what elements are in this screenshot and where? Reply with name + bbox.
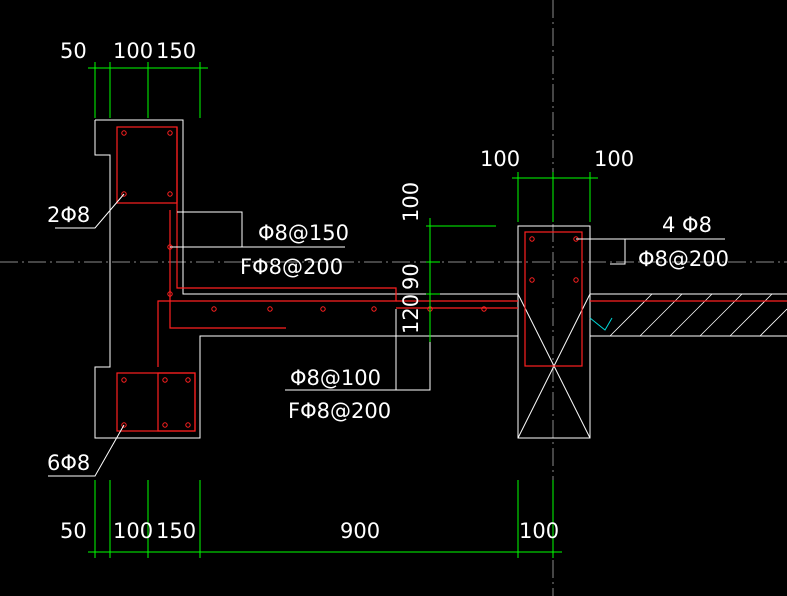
leader-lines (48, 193, 725, 477)
dim-bottom-150: 150 (156, 519, 196, 543)
rebar-dot (121, 377, 127, 383)
rebar-dot (185, 422, 191, 428)
rebar-dot (573, 277, 579, 283)
dim-bottom-900: 900 (340, 519, 380, 543)
dim-bottom-100: 100 (113, 519, 153, 543)
column-stirrup (524, 231, 583, 367)
dim-top-50: 50 (60, 39, 87, 63)
rebar-dot (162, 377, 168, 383)
dim-top-right-100-b: 100 (594, 147, 634, 171)
dim-bottom-100-right: 100 (519, 519, 559, 543)
dim-top-right-100-a: 100 (480, 147, 520, 171)
rebar-dot (167, 130, 173, 136)
dimension-lines (88, 62, 598, 558)
rebar-dot (121, 130, 127, 136)
leader-phi8-200-right (610, 239, 626, 265)
label-phi8-200-right: Φ8@200 (638, 247, 729, 271)
label-f-phi8-200-upper: FΦ8@200 (240, 255, 343, 279)
dimension-labels: 50 100 150 100 100 100 90 120 50 100 150… (60, 39, 634, 543)
section-outline (94, 119, 787, 439)
label-phi8-150: Φ8@150 (258, 221, 349, 245)
rebar-dot (371, 306, 377, 312)
label-f-phi8-200-middle: FΦ8@200 (288, 399, 391, 423)
rebar-annotations: 2Φ8 6Φ8 Φ8@150 FΦ8@200 Φ8@100 FΦ8@200 4 … (47, 203, 729, 475)
left-profile-outline (94, 120, 396, 439)
rebar-dot (529, 236, 535, 242)
leader-2phi8 (55, 193, 125, 229)
rebar-dot (481, 306, 487, 312)
leader-phi8-150 (177, 211, 345, 248)
rebar-dot (267, 306, 273, 312)
rebar-dot (167, 191, 173, 197)
rebar-dot (185, 377, 191, 383)
reinforcement (116, 126, 787, 432)
dim-vertical-120: 120 (399, 294, 423, 334)
leader-phi8-100 (285, 309, 431, 391)
bottom-corner-stirrup (116, 372, 196, 432)
rebar-dot (121, 422, 127, 428)
dim-top-100: 100 (113, 39, 153, 63)
dim-vertical-90: 90 (399, 263, 423, 290)
accent-mark (589, 317, 613, 331)
rebar-dot (529, 277, 535, 283)
leader-6phi8 (48, 424, 125, 477)
bottom-inner-stirrup (157, 372, 196, 432)
label-6phi8: 6Φ8 (47, 451, 90, 475)
rebar-dot (320, 306, 326, 312)
dim-top-150: 150 (156, 39, 196, 63)
top-corner-stirrup (116, 126, 178, 204)
label-phi8-100: Φ8@100 (290, 366, 381, 390)
rebar-dot (162, 422, 168, 428)
main-stirrup-upper (157, 127, 397, 367)
right-column-outline (517, 225, 591, 439)
rebar-dot (121, 191, 127, 197)
label-4phi8: 4 Φ8 (662, 213, 712, 237)
top-profile-outline (95, 119, 396, 295)
rebar-dot (211, 306, 217, 312)
dim-bottom-50: 50 (60, 519, 87, 543)
dim-vertical-100: 100 (399, 182, 423, 222)
label-2phi8: 2Φ8 (47, 203, 90, 227)
hatched-slab (589, 293, 787, 337)
rebar-dot (167, 291, 173, 297)
